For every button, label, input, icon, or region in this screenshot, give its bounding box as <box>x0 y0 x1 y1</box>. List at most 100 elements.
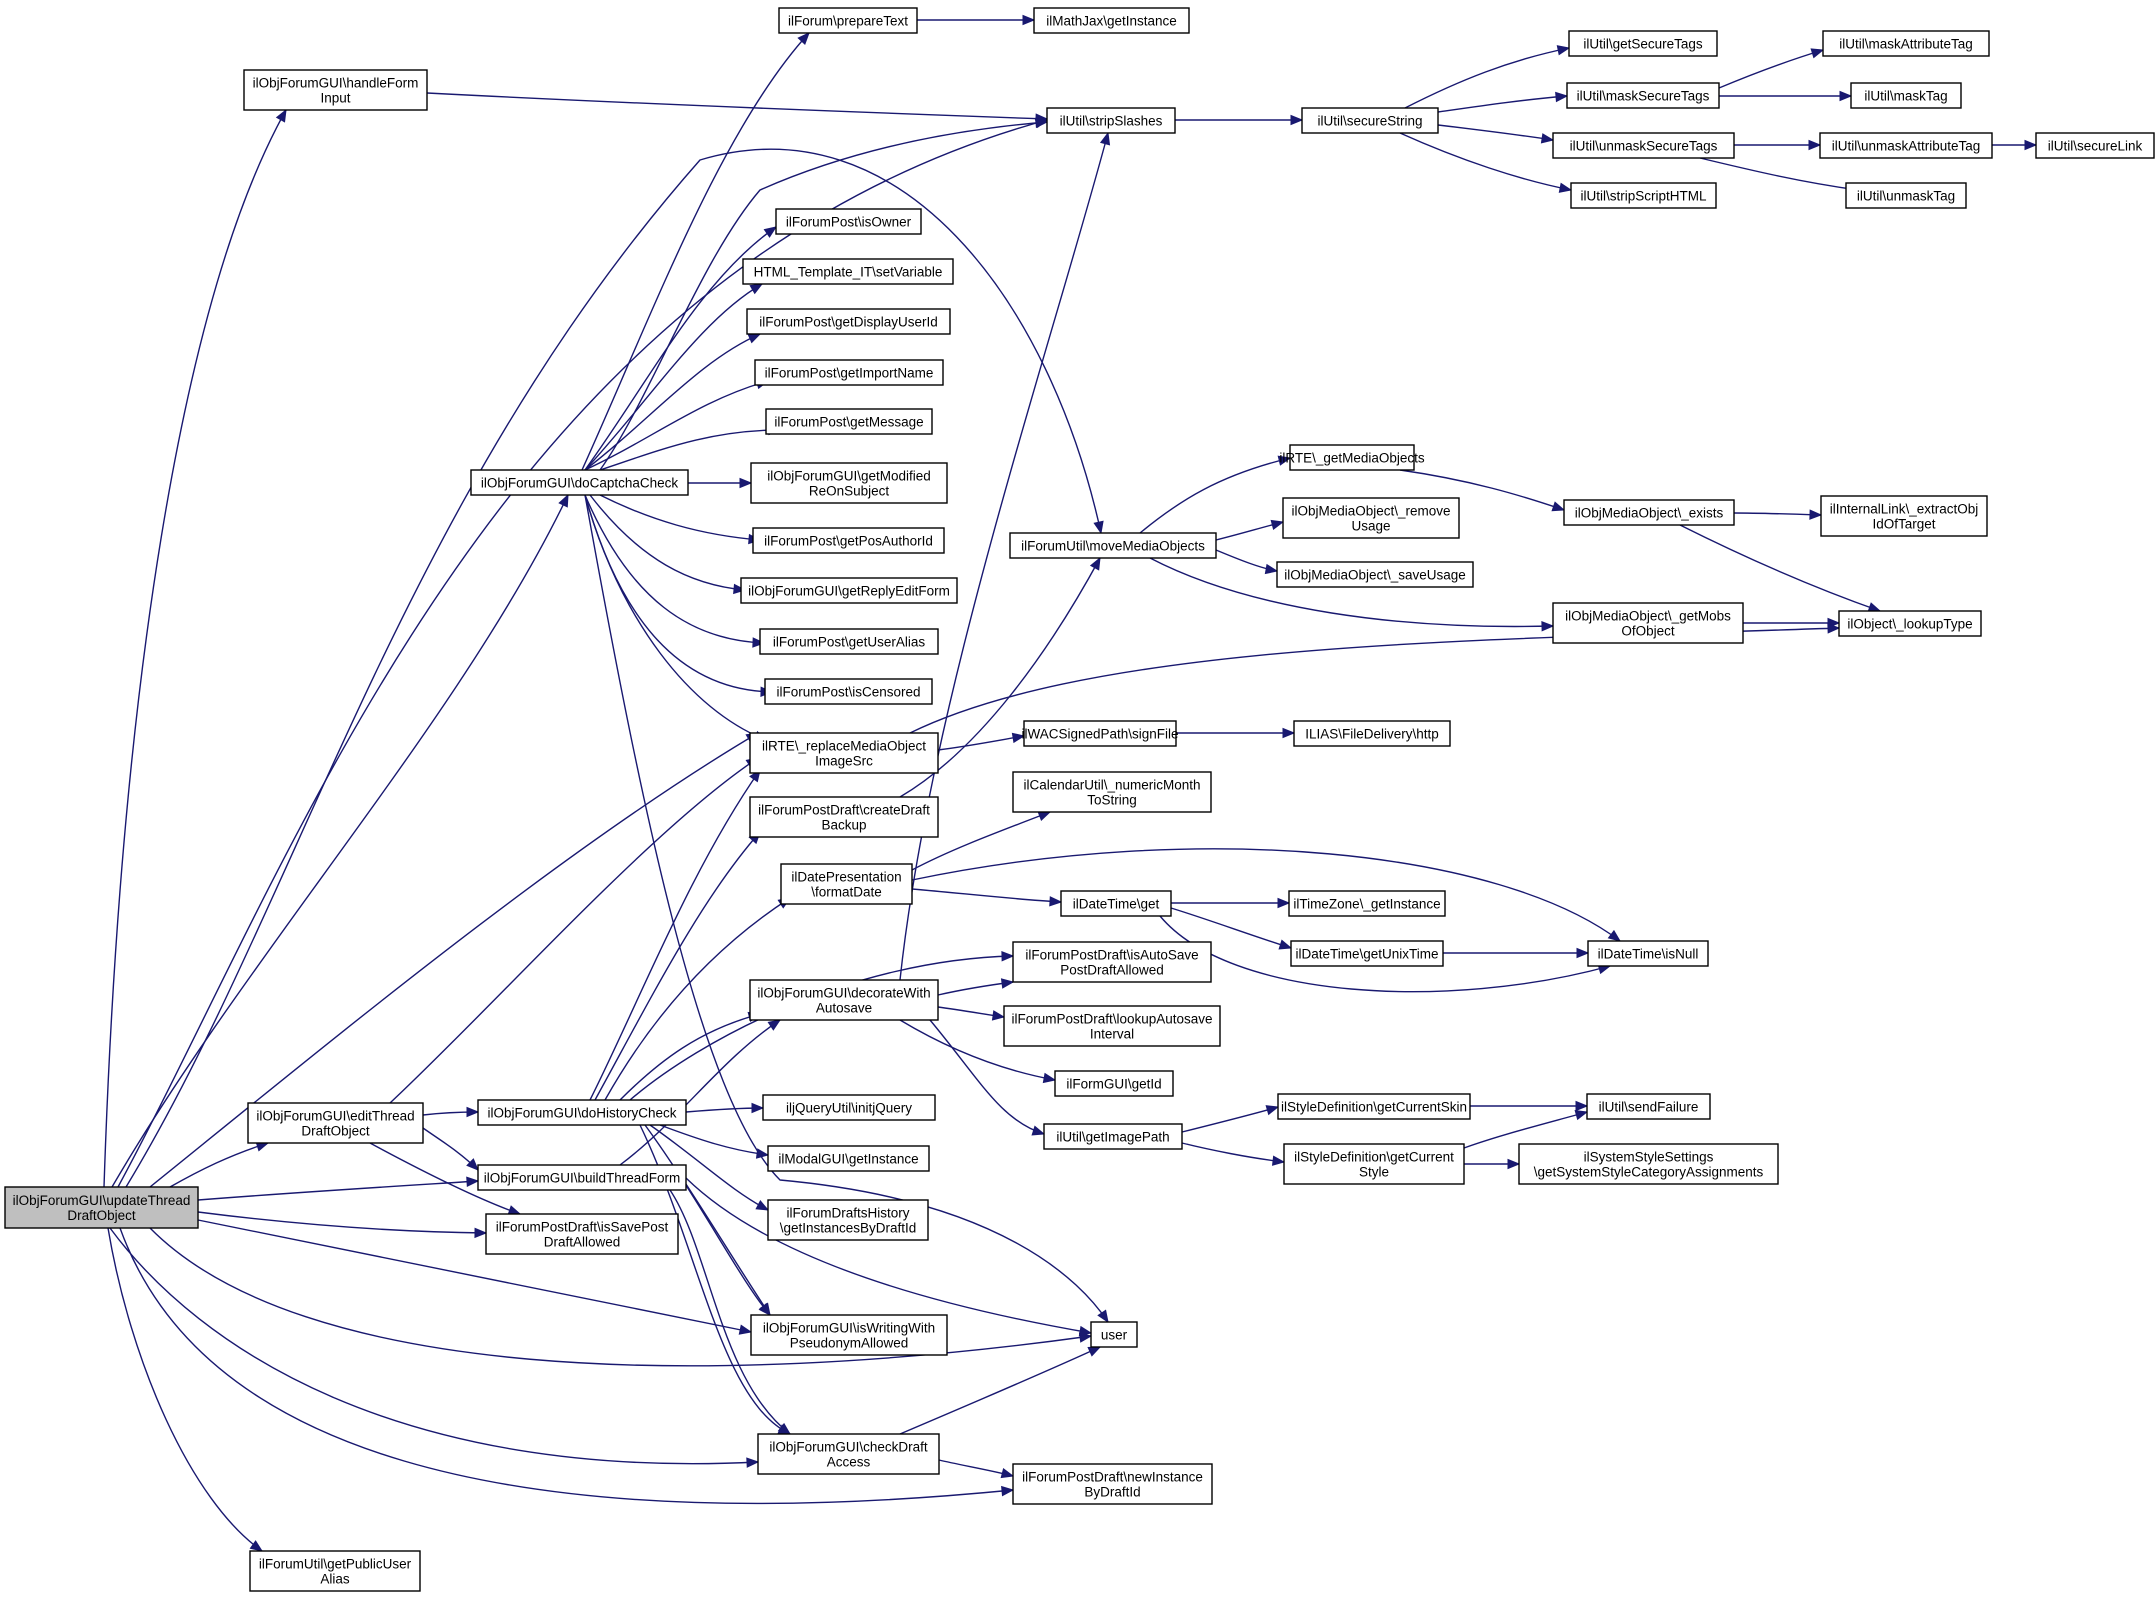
node-n42[interactable]: ilForumUtil\moveMediaObjects <box>1009 532 1217 559</box>
node-n53[interactable]: ilDateTime\get <box>1060 890 1172 917</box>
node-n64[interactable]: ilSystemStyleSettings\getSystemStyleCate… <box>1518 1143 1779 1185</box>
node-label: ilUtil\getSecureTags <box>1583 37 1703 52</box>
node-box <box>1003 1005 1221 1047</box>
arrowhead-n3-to-n5 <box>466 1158 479 1171</box>
node-n45[interactable]: ilObjMediaObject\_saveUsage <box>1276 561 1474 588</box>
node-n60[interactable]: ilUtil\getImagePath <box>1043 1123 1183 1150</box>
node-label: ilUtil\maskAttributeTag <box>1839 37 1973 52</box>
node-n40[interactable]: user <box>1090 1321 1138 1348</box>
node-n25[interactable]: ilForumPost\getMessage <box>765 408 933 435</box>
arrowhead-n34-to-n10 <box>1099 131 1111 146</box>
arrowhead-n11-to-n13 <box>1555 91 1569 103</box>
node-n43[interactable]: ilRTE\_getMediaObjects <box>1279 444 1425 471</box>
node-label: ilForum\prepareText <box>788 14 908 29</box>
node-n20[interactable]: ilUtil\secureLink <box>2035 132 2155 159</box>
node-n15[interactable]: ilUtil\stripScriptHTML <box>1570 182 1717 209</box>
node-n51[interactable]: ILIAS\FileDelivery\http <box>1293 720 1451 747</box>
edge-n11-to-n13 <box>1437 95 1568 113</box>
node-label: ilForumDraftsHistory <box>786 1206 909 1221</box>
node-label: Backup <box>821 818 866 833</box>
arrowhead-n34-to-n57 <box>1000 978 1015 989</box>
node-box <box>1012 1463 1213 1505</box>
node-n17[interactable]: ilUtil\maskTag <box>1850 82 1962 109</box>
node-box <box>754 359 944 386</box>
arrowhead-n53-to-n55 <box>1278 939 1293 950</box>
node-n24[interactable]: ilForumPost\getImportName <box>754 359 944 386</box>
node-n61[interactable]: ilStyleDefinition\getCurrentSkin <box>1277 1093 1471 1120</box>
node-label: ilDatePresentation <box>791 870 901 885</box>
node-label: ilStyleDefinition\getCurrentSkin <box>1281 1100 1467 1115</box>
node-n35[interactable]: iljQueryUtil\initjQuery <box>762 1094 936 1121</box>
node-n8[interactable]: ilForum\prepareText <box>778 7 918 34</box>
node-label: ilUtil\stripSlashes <box>1060 114 1163 129</box>
node-n57[interactable]: ilForumPostDraft\isAutoSavePostDraftAllo… <box>1012 941 1212 983</box>
node-n38[interactable]: ilObjForumGUI\isWritingWithPseudonymAllo… <box>750 1314 948 1356</box>
node-n12[interactable]: ilUtil\getSecureTags <box>1568 30 1718 57</box>
node-n28[interactable]: ilObjForumGUI\getReplyEditForm <box>740 577 958 604</box>
node-n23[interactable]: ilForumPost\getDisplayUserId <box>746 308 951 335</box>
node-n13[interactable]: ilUtil\maskSecureTags <box>1566 82 1720 109</box>
arrowhead-n0-to-n2 <box>558 493 569 508</box>
node-n9[interactable]: ilMathJax\getInstance <box>1033 7 1190 34</box>
node-n21[interactable]: ilForumPost\isOwner <box>775 208 922 235</box>
node-n11[interactable]: ilUtil\secureString <box>1301 107 1439 134</box>
node-label: ilForumUtil\moveMediaObjects <box>1021 539 1205 554</box>
node-n27[interactable]: ilForumPost\getPosAuthorId <box>752 527 945 554</box>
node-n63[interactable]: ilUtil\sendFailure <box>1586 1093 1711 1120</box>
node-n5[interactable]: ilObjForumGUI\buildThreadForm <box>477 1164 687 1191</box>
node-n46[interactable]: ilObjMediaObject\_exists <box>1563 499 1735 526</box>
edge-n0-to-n42 <box>125 148 1102 1188</box>
node-n29[interactable]: ilForumPost\getUserAlias <box>759 628 939 655</box>
arrowhead-n43-to-n46 <box>1551 501 1566 512</box>
node-label: ilForumPostDraft\newInstance <box>1022 1470 1203 1485</box>
node-box <box>1290 940 1444 967</box>
edge-n5-to-n40 <box>685 1177 1092 1334</box>
arrowhead-n13-to-n17 <box>1839 90 1853 102</box>
node-n37[interactable]: ilForumDraftsHistory\getInstancesByDraft… <box>767 1199 929 1241</box>
node-n19[interactable]: ilUtil\unmaskTag <box>1845 182 1967 209</box>
node-n36[interactable]: ilModalGUI\getInstance <box>767 1145 930 1172</box>
node-n59[interactable]: ilFormGUI\getId <box>1054 1070 1174 1097</box>
arrowhead-n0-to-n39 <box>746 1457 760 1468</box>
node-n2[interactable]: ilObjForumGUI\doCaptchaCheck <box>470 469 689 496</box>
node-n54[interactable]: ilTimeZone\_getInstance <box>1288 890 1446 917</box>
node-label: Input <box>320 91 350 106</box>
edge-n32-to-n42 <box>899 557 1101 798</box>
node-n4[interactable]: ilObjForumGUI\doHistoryCheck <box>477 1099 687 1126</box>
node-label: ilDateTime\isNull <box>1598 947 1699 962</box>
node-n18[interactable]: ilUtil\unmaskAttributeTag <box>1819 132 1993 159</box>
node-n22[interactable]: HTML_Template_IT\setVariable <box>742 258 954 285</box>
node-n30[interactable]: ilForumPost\isCensored <box>764 678 933 705</box>
node-label: ILIAS\FileDelivery\http <box>1305 727 1439 742</box>
node-n10[interactable]: ilUtil\stripSlashes <box>1046 107 1176 134</box>
node-n49[interactable]: ilObject\_lookupType <box>1838 610 1982 637</box>
node-n14[interactable]: ilUtil\unmaskSecureTags <box>1552 132 1735 159</box>
node-n33[interactable]: ilDatePresentation\formatDate <box>780 863 913 905</box>
node-n16[interactable]: ilUtil\maskAttributeTag <box>1822 30 1990 57</box>
node-n55[interactable]: ilDateTime\getUnixTime <box>1290 940 1444 967</box>
node-n56[interactable]: ilDateTime\isNull <box>1587 940 1709 967</box>
node-label: Autosave <box>816 1001 872 1016</box>
arrowhead-n14-to-n18 <box>1808 139 1822 151</box>
node-n50[interactable]: ilWACSignedPath\signFile <box>1021 720 1179 747</box>
node-label: ilObject\_lookupType <box>1847 617 1972 632</box>
node-label: ilObjMediaObject\_saveUsage <box>1284 568 1466 583</box>
